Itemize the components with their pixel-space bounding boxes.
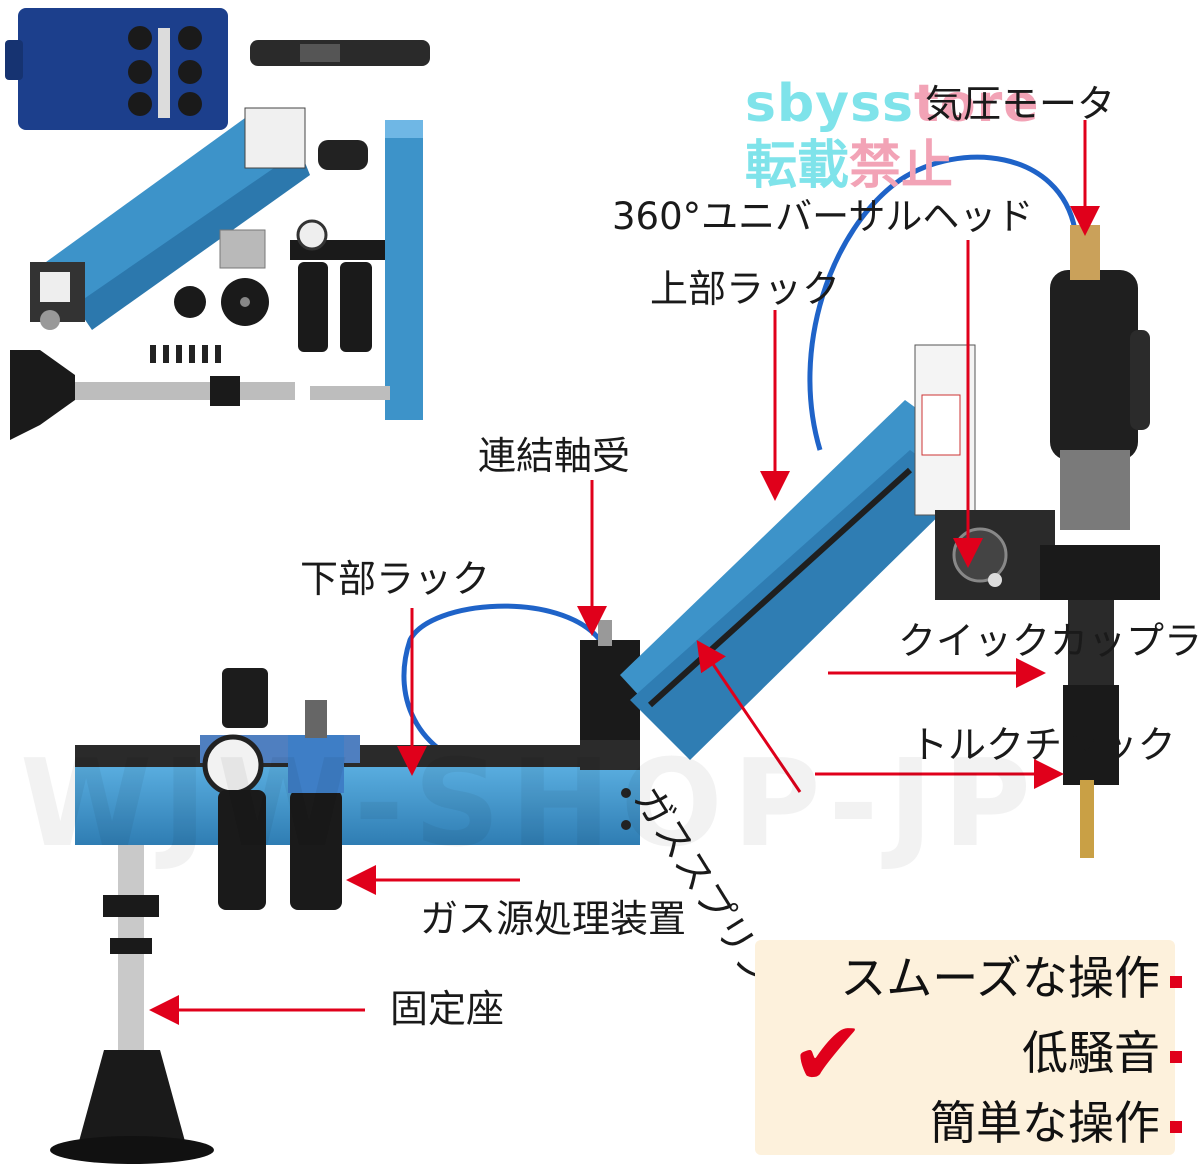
accessories-inset	[5, 8, 430, 440]
air-motor	[1050, 270, 1138, 460]
inset-base-foot	[10, 350, 75, 440]
callout-arrows	[149, 120, 1100, 1025]
feature-text-quiet: 低騒音	[1022, 1026, 1160, 1080]
inset-arm-upper	[35, 118, 300, 305]
label-fixed-base: 固定座	[390, 987, 505, 1031]
store-watermark-a: sbyss	[745, 74, 914, 134]
label-torque-chuck: トルクチャック	[910, 723, 1176, 767]
bullet-square-icon	[1170, 1120, 1182, 1133]
label-air-treatment: ガス源処理装置	[420, 897, 687, 941]
background-watermark: WJW-SHOP-JP	[20, 735, 1041, 874]
inset-filter-regulator	[290, 219, 385, 352]
joint-block	[580, 640, 640, 740]
base-column	[118, 845, 144, 1085]
quick-coupler	[1068, 600, 1114, 685]
gas-spring-rod	[647, 467, 913, 708]
label-air-motor: 気圧モータ	[925, 82, 1116, 126]
label-joint-bearing: 連結軸受	[478, 434, 631, 478]
features-panel	[755, 940, 1175, 1155]
check-icon: ✔	[790, 1002, 866, 1107]
label-quick-coupler: クイックカップラ	[898, 619, 1200, 663]
store-watermark-b: tore	[913, 74, 1040, 134]
feature-item-easy: 簡単な操作	[930, 1100, 1182, 1146]
inset-vertical-column	[385, 120, 423, 420]
no-reprint-a: 転載	[745, 136, 850, 196]
feature-text-smooth: スムーズな操作	[840, 951, 1160, 1005]
inset-arm-lower	[75, 150, 310, 330]
torque-chuck	[1063, 685, 1119, 785]
no-reprint-watermark: 転載禁止	[745, 140, 953, 192]
air-treatment-unit	[200, 668, 360, 910]
feature-item-quiet: 低騒音	[1022, 1030, 1182, 1076]
feature-item-smooth: スムーズな操作	[840, 955, 1182, 1001]
label-universal-head: 360°ユニバーサルヘッド	[612, 195, 1034, 238]
tool-case	[18, 8, 228, 130]
store-watermark: sbysstore	[745, 78, 1039, 130]
bullet-square-icon	[1170, 1050, 1182, 1063]
lower-rack-beam	[75, 765, 640, 845]
collet-set	[128, 26, 202, 116]
no-reprint-b: 禁止	[849, 136, 954, 196]
label-lower-rack: 下部ラック	[300, 557, 491, 601]
label-upper-rack: 上部ラック	[650, 267, 841, 311]
feature-text-easy: 簡単な操作	[930, 1096, 1160, 1150]
main-machine	[50, 154, 1160, 1164]
bullet-square-icon	[1170, 975, 1182, 988]
base-foot	[78, 1050, 186, 1145]
arrow-gas-spring	[696, 640, 802, 793]
